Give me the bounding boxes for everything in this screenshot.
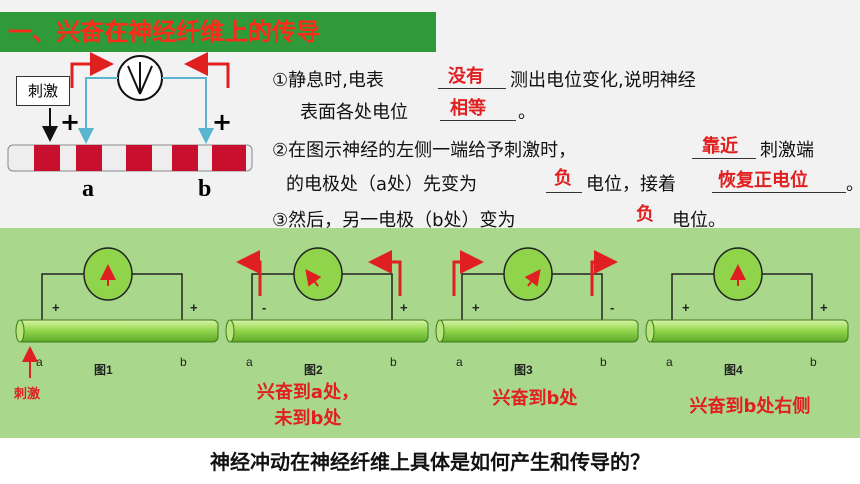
page-title: 一、兴奋在神经纤维上的传导 (0, 12, 436, 52)
q2-text-3: 的电极处（a处）先变为 (286, 174, 478, 195)
meter (503, 247, 553, 301)
label-b: b (600, 355, 607, 369)
wire-left (671, 273, 718, 320)
sign-right: + (820, 300, 828, 315)
figure-name: 图4 (724, 363, 743, 377)
sign-left: + (52, 300, 60, 315)
bottom-bar (0, 438, 860, 484)
q2-answer-1: 靠近 (702, 136, 738, 157)
plus-sign-right: + (212, 108, 233, 136)
stimulus-label: 刺激 (14, 386, 41, 402)
q3-text-1: ③然后，另一电极（b处）变为 (272, 210, 516, 231)
top-nerve-diagram: 刺激 + + a b (0, 52, 270, 212)
caption-fig3: 兴奋到b处 (492, 388, 578, 409)
q1-text-2: 测出电位变化,说明神经 (510, 70, 696, 91)
figure-name: 图1 (94, 363, 113, 377)
sign-right: + (190, 300, 198, 315)
fiber-end (225, 319, 235, 343)
sign-right: + (400, 300, 408, 315)
q1-blank-2 (440, 120, 516, 121)
q2-text-2: 刺激端 (760, 140, 814, 161)
q1-text-3: 表面各处电位 (300, 102, 408, 123)
figure-3: + - a b 图3 (435, 247, 639, 377)
q1-answer-1: 没有 (448, 66, 484, 87)
label-a: a (82, 176, 94, 202)
bottom-question: 神经冲动在神经纤维上具体是如何产生和传导的？ (210, 450, 650, 474)
fiber-end (645, 319, 655, 343)
meter (293, 247, 343, 301)
label-a: a (246, 355, 253, 369)
current-arrow (590, 250, 618, 296)
plus-sign-left: + (60, 108, 81, 136)
meter-needle (524, 269, 541, 287)
sign-left: + (472, 300, 480, 315)
figures-svg: + + a b 图1 - + a b 图2 + - a b 图3 + + a b 图4 刺激 (14, 247, 849, 402)
q2-text-4: 电位，接着 (586, 174, 676, 195)
current-arrow (236, 250, 262, 296)
q1-text-1: ①静息时,电表 (272, 70, 384, 91)
meter-needle (305, 269, 322, 287)
wire-left (461, 273, 508, 320)
current-arrow (452, 250, 484, 296)
fiber-end (435, 319, 445, 343)
nerve-fiber (437, 319, 639, 343)
q2-text-5: 。 (846, 170, 860, 196)
q2-blank-1 (692, 158, 756, 159)
label-b: b (390, 355, 397, 369)
label-a: a (36, 355, 43, 369)
q1-text-4: 。 (518, 102, 536, 123)
sign-left: + (682, 300, 690, 315)
figure-1: + + a b 图1 (15, 247, 219, 377)
q2-blank-3 (712, 192, 846, 193)
fiber-end (15, 319, 25, 343)
q3-answer-1: 负 (636, 204, 654, 225)
wire-left (251, 273, 298, 320)
label-a: a (666, 355, 673, 369)
figure-name: 图2 (304, 363, 323, 377)
nerve-fiber (17, 319, 219, 343)
figure-4: + + a b 图4 (645, 247, 849, 377)
q2-blank-2 (546, 192, 582, 193)
nerve-fiber-diagram (7, 52, 253, 172)
figure-name: 图3 (514, 363, 533, 377)
wire-right (548, 273, 603, 320)
sign-right: - (610, 300, 614, 315)
wire-right (338, 273, 393, 320)
sign-left: - (262, 300, 266, 315)
label-b: b (810, 355, 817, 369)
q1-blank-1 (438, 88, 506, 89)
wire-right (128, 273, 183, 320)
q1-answer-2: 相等 (450, 98, 486, 119)
nerve-fiber (227, 319, 429, 343)
stimulus-box: 刺激 (16, 76, 70, 106)
wire-right (758, 273, 813, 320)
figure-2: - + a b 图2 (225, 247, 429, 377)
label-a: a (456, 355, 463, 369)
caption-fig4: 兴奋到b处右侧 (689, 396, 811, 417)
label-b: b (180, 355, 187, 369)
wire-left (41, 273, 88, 320)
caption-fig2-line1: 兴奋到a处， (256, 382, 360, 403)
q2-text-1: ②在图示神经的左侧一端给予刺激时， (272, 140, 577, 161)
label-b: b (198, 176, 212, 202)
nerve-fiber (647, 319, 849, 343)
q2-answer-3: 恢复正电位 (718, 170, 808, 191)
caption-fig2-line2: 未到b处 (274, 408, 342, 429)
q2-answer-2: 负 (554, 168, 572, 189)
q3-text-2: 电位。 (672, 210, 726, 231)
current-arrow (368, 250, 402, 296)
